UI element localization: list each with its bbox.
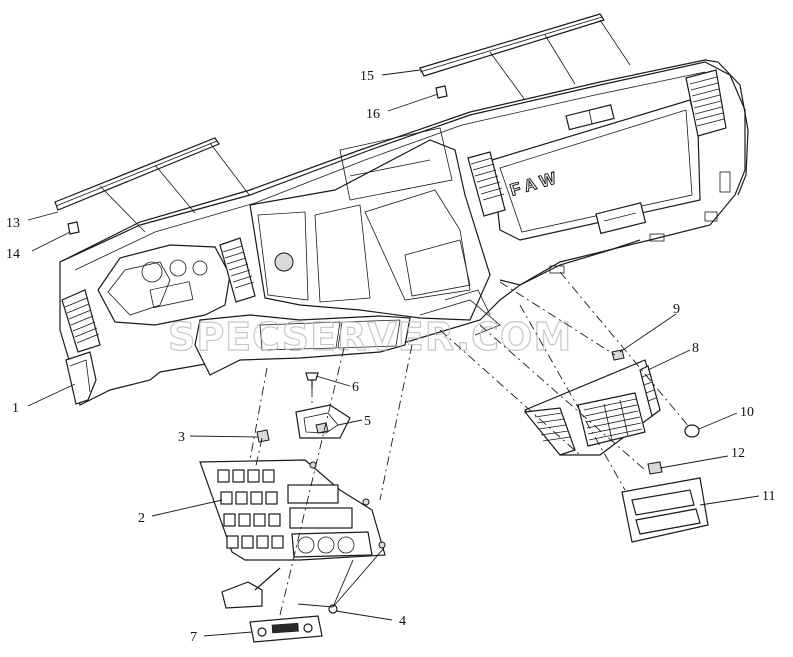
callout-5: 5 (364, 414, 371, 429)
callout-3: 3 (178, 430, 185, 445)
bracket-5 (295, 404, 351, 439)
callout-1: 1 (12, 401, 19, 416)
clip-9 (611, 349, 625, 361)
callout-4: 4 (399, 614, 406, 629)
callout-10: 10 (740, 405, 754, 420)
callout-9: 9 (673, 302, 680, 317)
clip-16 (435, 85, 448, 99)
cup-holder-frame (621, 477, 709, 543)
callout-12: 12 (731, 446, 745, 461)
radio-unit (249, 615, 323, 643)
watermark-text: SPECSERVER.COM (168, 315, 572, 359)
defroster-guide-lines (99, 19, 631, 233)
clip-14 (67, 221, 80, 235)
callout-labels: 1 2 3 4 5 6 7 8 9 10 11 12 13 14 15 16 (6, 69, 775, 645)
callout-11: 11 (762, 489, 775, 504)
defroster-grille-right (419, 13, 605, 77)
callout-8: 8 (692, 341, 699, 356)
assembly-dash-lines (249, 271, 691, 616)
lower-bracket (221, 567, 281, 609)
callout-13: 13 (6, 216, 20, 231)
center-vent-assembly (523, 359, 661, 456)
clip-12 (647, 461, 663, 475)
knob-10 (684, 424, 700, 438)
callout-15: 15 (360, 69, 374, 84)
clip-3 (256, 429, 270, 443)
screw-6 (305, 372, 319, 388)
leader-lines (27, 69, 760, 637)
callout-2: 2 (138, 511, 145, 526)
callout-16: 16 (366, 107, 380, 122)
switch-panel (199, 459, 386, 561)
defroster-grille-left (54, 137, 220, 211)
callout-7: 7 (190, 630, 197, 645)
callout-6: 6 (352, 380, 359, 395)
callout-14: 14 (6, 247, 20, 262)
instrument-panel: FAW (59, 59, 749, 406)
